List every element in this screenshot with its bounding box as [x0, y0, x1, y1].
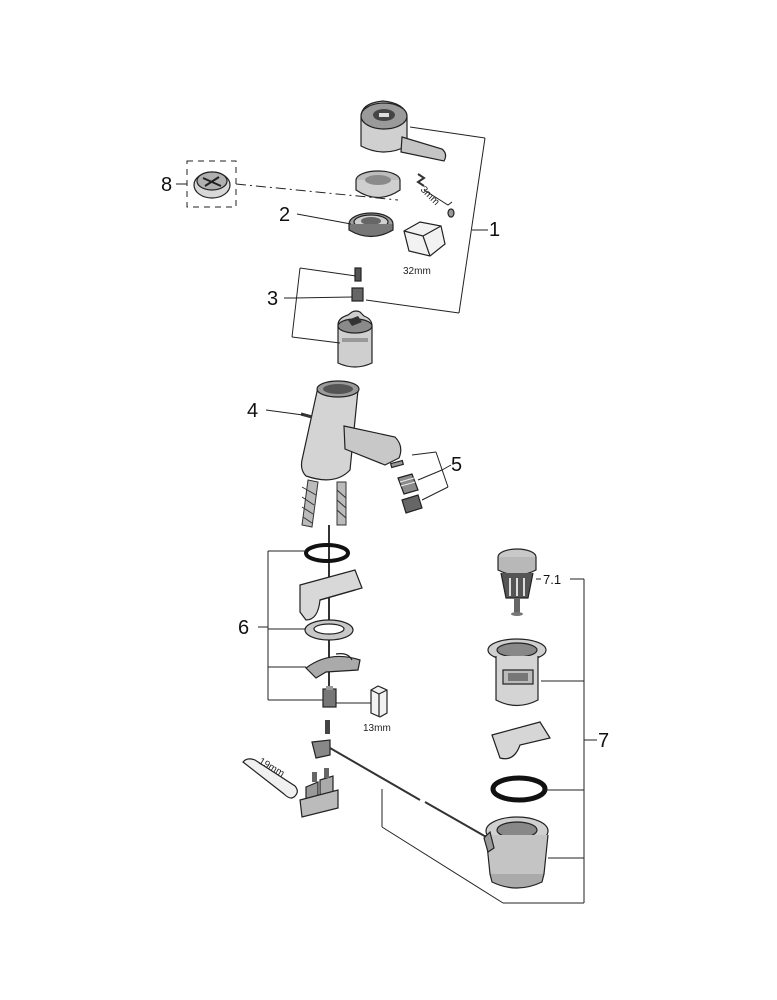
callout-5: 5 [451, 454, 462, 476]
wrench-32mm-label: 32mm [403, 266, 431, 277]
part-6-fixing-plate [305, 653, 361, 679]
part-6-washer [304, 619, 354, 641]
callout-3: 3 [267, 288, 278, 310]
part-1-bracket [365, 126, 488, 314]
callout-4: 4 [247, 400, 258, 422]
part-5-bracket [411, 451, 452, 501]
pop-up-rod-connector [311, 720, 489, 839]
callout-7: 7 [598, 730, 609, 752]
part-7-waste-flange [487, 638, 547, 707]
part-4-faucet-body [300, 380, 402, 481]
callout-6: 6 [238, 617, 249, 639]
spanner-19mm: 19mm [242, 756, 298, 799]
part-5-aerator [389, 459, 423, 514]
part-8-handle-insert [186, 160, 237, 208]
part-4-leader [265, 409, 304, 416]
wrench-13mm-label: 13mm [363, 723, 391, 734]
callout-1: 1 [489, 219, 500, 241]
part-1-lever-handle [360, 100, 447, 162]
callout-7-1: 7.1 [543, 572, 561, 587]
part-2-leader [296, 213, 352, 225]
callout-2: 2 [279, 204, 290, 226]
part-7-bracket [536, 578, 597, 903]
part-6-o-ring [304, 543, 350, 563]
hex-key-size-label: 3mm [418, 184, 442, 208]
part-1-cap-ring [355, 170, 401, 199]
lift-rod-bracket [381, 789, 584, 904]
part-3-bracket [284, 267, 357, 344]
part-7-o-ring [490, 775, 548, 803]
part-1-screw-and-hex-key: 3mm [416, 173, 455, 218]
wrench-13mm: 13mm [336, 685, 391, 734]
wrench-32mm: 32mm [403, 221, 446, 277]
part-2-nut [348, 212, 394, 238]
part-6-gasket [299, 569, 363, 621]
part-3-cartridge [337, 310, 373, 368]
part-3-grub-screw [351, 267, 364, 302]
part-6-bracket [258, 550, 323, 701]
callout-8: 8 [161, 174, 172, 196]
part-7-1-plug-head [497, 548, 537, 616]
part-6-nut [322, 686, 337, 708]
part-7-waste-body [483, 816, 549, 889]
part-4-hoses [301, 479, 347, 528]
hose-connectors [299, 768, 339, 818]
part-7-gasket [491, 721, 551, 760]
